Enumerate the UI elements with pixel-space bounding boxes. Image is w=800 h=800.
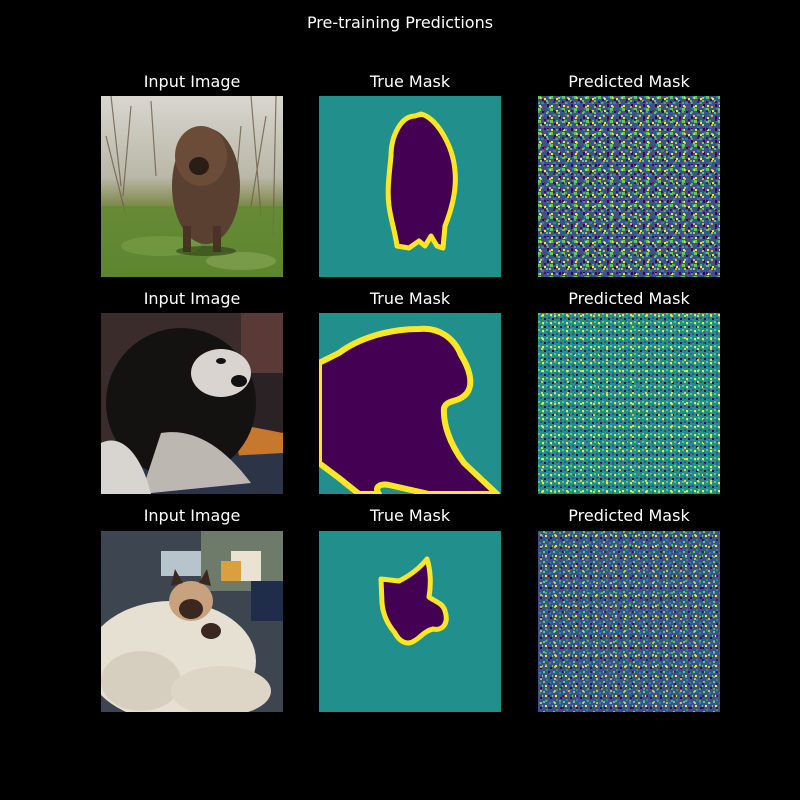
input-image-cat (101, 531, 283, 712)
predicted-mask-title: Predicted Mask (568, 72, 690, 91)
predicted-mask-title: Predicted Mask (568, 506, 690, 525)
predicted-mask-noise-1 (538, 96, 720, 277)
true-mask-dog-brown (319, 96, 501, 277)
true-mask-dog-black-white (319, 313, 501, 494)
input-image-title: Input Image (143, 289, 241, 308)
true-mask-title: True Mask (369, 506, 451, 525)
input-image-title: Input Image (143, 506, 241, 525)
input-image-dog-brown (101, 96, 283, 277)
true-mask-title: True Mask (369, 289, 451, 308)
true-mask-title: True Mask (369, 72, 451, 91)
predicted-mask-title: Predicted Mask (568, 289, 690, 308)
predicted-mask-noise-3 (538, 531, 720, 712)
figure-title: Pre-training Predictions (306, 13, 494, 32)
input-image-dog-black-white (101, 313, 283, 494)
true-mask-cat (319, 531, 501, 712)
input-image-title: Input Image (143, 72, 241, 91)
predicted-mask-noise-2 (538, 313, 720, 494)
